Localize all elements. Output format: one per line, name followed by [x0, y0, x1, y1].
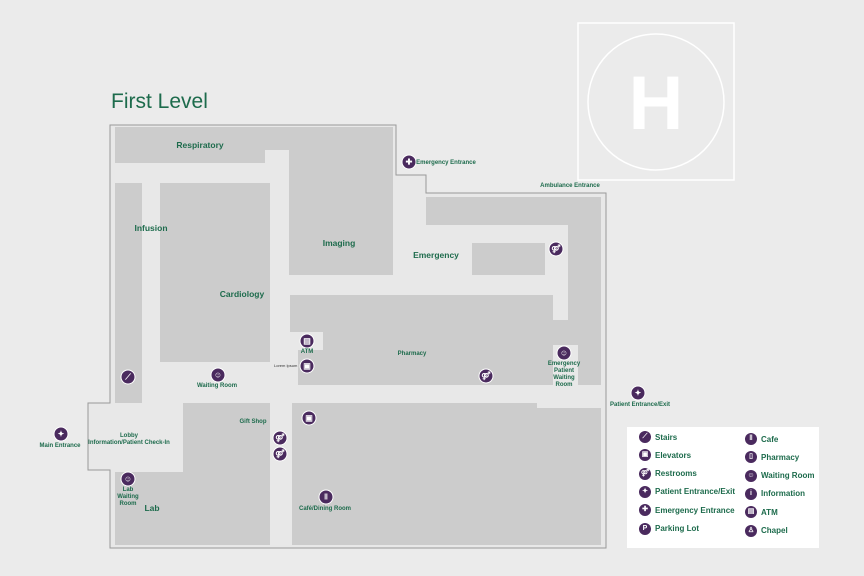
- label-lobby: Lobby: [120, 433, 138, 439]
- cross-icon: ✚: [639, 504, 651, 517]
- legend-label: Waiting Room: [761, 471, 815, 481]
- label-ambulance-entrance: Ambulance Entrance: [540, 183, 600, 189]
- label-emergency: Emergency: [413, 250, 459, 260]
- legend-item: i Information: [745, 487, 805, 500]
- restroom-icon[interactable]: ⚤: [548, 241, 564, 257]
- legend-label: ATM: [761, 507, 778, 517]
- legend-item: ▣ Elevators: [639, 449, 692, 462]
- legend-item: ⚤ Restrooms: [639, 467, 697, 480]
- legend-item: ✦ Patient Entrance/Exit: [639, 485, 736, 498]
- room-respiratory-imaging: [115, 127, 393, 275]
- elevator-icon: ▣: [639, 449, 651, 462]
- label-infusion: Infusion: [134, 223, 168, 233]
- cross-icon[interactable]: ✚: [401, 154, 417, 170]
- label-atm: ATM: [300, 349, 314, 355]
- stairs-icon: ⟋: [639, 431, 651, 443]
- stairs-icon[interactable]: ⟋: [120, 369, 136, 385]
- room-cardiology: [160, 183, 270, 362]
- restroom-icon[interactable]: ⚤: [272, 446, 288, 462]
- label-lab: Lab: [144, 503, 160, 513]
- walking-person-icon[interactable]: ✦: [53, 426, 69, 442]
- chapel-icon: ♙: [745, 524, 757, 537]
- legend-label: Elevators: [655, 450, 692, 460]
- label-waiting-room: Waiting Room: [196, 383, 238, 389]
- helipad-letter: H: [629, 61, 684, 146]
- legend-label: Patient Entrance/Exit: [655, 487, 736, 497]
- room-emergency: [426, 197, 601, 385]
- waiting-room-icon[interactable]: ☺: [210, 367, 226, 383]
- legend-label: Stairs: [655, 432, 678, 442]
- fork-knife-icon[interactable]: ‖: [318, 489, 334, 505]
- restroom-icon[interactable]: ⚤: [478, 368, 494, 384]
- legend-label: Chapel: [761, 526, 788, 535]
- legend-label: Parking Lot: [655, 524, 700, 533]
- parking-icon: P: [639, 522, 651, 535]
- label-lab-waiting: Lab Waiting Room: [117, 487, 139, 507]
- room-pharmacy: [290, 295, 553, 385]
- label-patient-entrance: Patient Entrance/Exit: [609, 402, 671, 408]
- legend-item: ▯ Pharmacy: [745, 451, 800, 464]
- legend-item: ✚ Emergency Entrance: [639, 504, 735, 517]
- restroom-icon: ⚤: [639, 467, 651, 480]
- legend-label: Emergency Entrance: [655, 505, 735, 515]
- room-lab-giftshop: [115, 403, 270, 545]
- waiting-room-icon[interactable]: ☺: [120, 471, 136, 487]
- room-infusion: [115, 183, 142, 403]
- fork-knife-icon: ‖: [745, 433, 757, 445]
- information-icon: i: [745, 487, 757, 500]
- atm-icon[interactable]: ▤: [299, 333, 315, 349]
- waiting-room-icon[interactable]: ☺: [556, 345, 572, 361]
- atm-icon: ▤: [745, 506, 757, 519]
- legend-item: ☺ Waiting Room: [745, 469, 815, 482]
- label-cardiology: Cardiology: [219, 289, 265, 299]
- helipad: [577, 22, 735, 181]
- legend-item: P Parking Lot: [639, 522, 700, 535]
- legend-item: ‖ Cafe: [745, 433, 778, 445]
- legend-item: ▤ ATM: [745, 506, 778, 519]
- label-gift-shop: Gift Shop: [239, 419, 267, 425]
- legend: ⟋ Stairs ▣ Elevators ⚤ Restrooms ✦ Patient Entr…: [627, 427, 819, 548]
- label-er-waiting: Emergency Patient Waiting Room: [547, 361, 581, 388]
- label-emergency-entrance: Emergency Entrance: [416, 160, 476, 166]
- waiting-room-icon: ☺: [745, 469, 757, 482]
- label-cafe: Café/Dining Room: [299, 506, 351, 512]
- room-cafe: [292, 403, 601, 545]
- walking-person-icon[interactable]: ✦: [630, 385, 646, 401]
- label-imaging: Imaging: [322, 238, 356, 248]
- walking-person-icon: ✦: [639, 485, 651, 498]
- label-lorem: Lorem Ipsum: [274, 363, 298, 368]
- legend-label: Cafe: [761, 434, 779, 444]
- label-pharmacy: Pharmacy: [397, 351, 427, 357]
- label-main-entrance: Main Entrance: [39, 443, 81, 449]
- legend-item: ⟋ Stairs: [639, 431, 677, 443]
- pharmacy-icon: ▯: [745, 451, 757, 464]
- page-title: First Level: [111, 90, 208, 113]
- legend-label: Pharmacy: [761, 452, 800, 462]
- legend-label: Restrooms: [655, 469, 697, 479]
- elevator-icon[interactable]: ▣: [299, 358, 315, 374]
- legend-item: ♙ Chapel: [745, 524, 788, 537]
- label-respiratory: Respiratory: [176, 140, 224, 150]
- label-lobby-sub: Information/Patient Check-In: [88, 440, 170, 446]
- elevator-icon[interactable]: ▣: [301, 410, 317, 426]
- legend-label: Information: [761, 489, 805, 499]
- restroom-icon[interactable]: ⚤: [272, 430, 288, 446]
